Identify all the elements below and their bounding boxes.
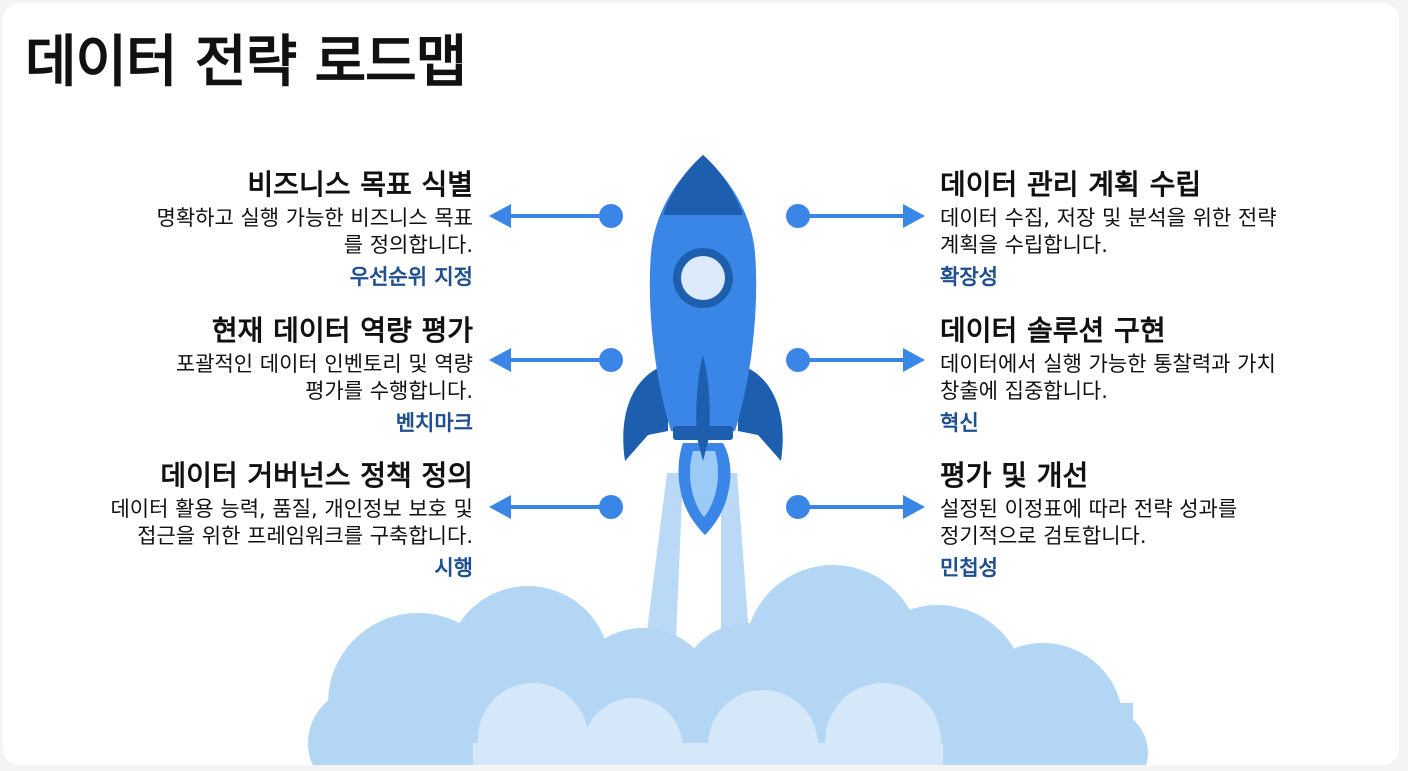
item-title: 데이터 솔루션 구현 <box>940 314 1166 347</box>
slide: 데이터 전략 로드맵 <box>3 3 1399 765</box>
item-title: 데이터 관리 계획 수립 <box>940 168 1202 201</box>
arrow-right-2 <box>786 348 925 372</box>
item-tag: 확장성 <box>940 265 998 289</box>
fin-left <box>623 368 668 461</box>
rocket-nose <box>663 155 743 215</box>
exhaust-beam-right <box>721 473 751 663</box>
exhaust-beam-left <box>643 473 683 663</box>
item-title: 현재 데이터 역량 평가 <box>211 314 473 347</box>
arrow-right-1 <box>786 204 925 228</box>
item-title: 비즈니스 목표 식별 <box>247 168 473 201</box>
arrow-right-3 <box>786 495 925 519</box>
item-tag: 혁신 <box>940 411 979 435</box>
arrow-left-3 <box>489 495 623 519</box>
flame-inner <box>690 451 718 517</box>
item-tag: 벤치마크 <box>395 411 473 435</box>
item-title: 평가 및 개선 <box>940 459 1089 492</box>
item-tag: 우선순위 지정 <box>349 265 473 289</box>
fin-right <box>738 368 783 461</box>
arrow-left-2 <box>489 348 623 372</box>
arrow-left-1 <box>489 204 623 228</box>
page-title: 데이터 전략 로드맵 <box>25 30 467 95</box>
rocket-nozzle <box>673 426 733 440</box>
item-tag: 시행 <box>434 556 473 580</box>
item-tag: 민첩성 <box>940 556 998 580</box>
cloud-highlight <box>473 683 943 765</box>
item-title: 데이터 거버넌스 정책 정의 <box>160 459 473 492</box>
rocket-illustration <box>308 155 1148 765</box>
